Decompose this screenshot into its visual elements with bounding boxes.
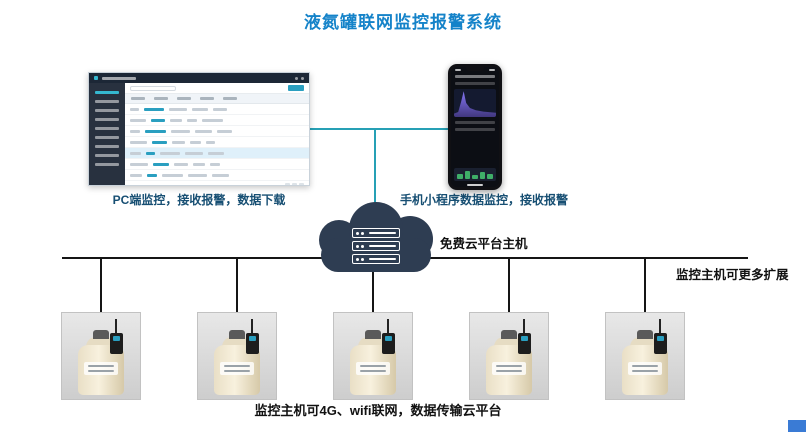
phone-home-indicator bbox=[467, 184, 483, 186]
antenna-icon bbox=[523, 319, 525, 333]
tank-photo bbox=[605, 312, 685, 400]
drop-line bbox=[372, 258, 374, 312]
pc-table-rows bbox=[125, 104, 309, 181]
cloud-server-icon bbox=[319, 202, 433, 272]
phone-text-row bbox=[455, 121, 495, 124]
antenna-icon bbox=[659, 319, 661, 333]
pc-toolbar bbox=[125, 83, 309, 94]
drop-line bbox=[100, 258, 102, 312]
phone-bar-chart bbox=[454, 168, 496, 181]
pc-topbar-actions bbox=[295, 76, 304, 80]
tank-label-strip bbox=[356, 362, 390, 375]
server-rack-icon bbox=[352, 225, 400, 264]
page-title: 液氮罐联网监控报警系统 bbox=[304, 13, 502, 32]
pc-topbar-title bbox=[102, 76, 136, 80]
pc-table-header bbox=[125, 94, 309, 104]
tank-shoulder bbox=[222, 337, 252, 347]
drop-line bbox=[644, 258, 646, 312]
tank-photo bbox=[197, 312, 277, 400]
pc-label: PC端监控，接收报警，数据下载 bbox=[112, 193, 286, 207]
iot-device-icon bbox=[654, 333, 667, 354]
phone-label: 手机小程序数据监控，接收报警 bbox=[399, 193, 568, 207]
iot-device-icon bbox=[518, 333, 531, 354]
phone-status-bar bbox=[451, 67, 499, 71]
area-chart-icon bbox=[454, 91, 496, 117]
tank-cap bbox=[637, 330, 653, 339]
cloud-label: 免费云平台主机 bbox=[440, 237, 528, 251]
drop-line bbox=[236, 258, 238, 312]
tank-shoulder bbox=[494, 337, 524, 347]
tank-photo bbox=[61, 312, 141, 400]
iot-device-icon bbox=[110, 333, 123, 354]
tank-cap bbox=[93, 330, 109, 339]
iot-device-icon bbox=[382, 333, 395, 354]
tank-photo bbox=[333, 312, 413, 400]
tank-cap bbox=[365, 330, 381, 339]
drop-line bbox=[508, 258, 510, 312]
pc-sidebar bbox=[89, 83, 125, 185]
antenna-icon bbox=[251, 319, 253, 333]
tank-label-strip bbox=[84, 362, 118, 375]
pc-pagination bbox=[125, 181, 309, 185]
antenna-icon bbox=[387, 319, 389, 333]
tank-cap bbox=[501, 330, 517, 339]
phone-chart bbox=[454, 89, 496, 117]
connector-to-cloud bbox=[374, 128, 376, 206]
tank-shoulder bbox=[86, 337, 116, 347]
pc-main-panel bbox=[125, 83, 309, 185]
pc-topbar bbox=[89, 73, 309, 83]
tank-label-strip bbox=[492, 362, 526, 375]
tank-shoulder bbox=[358, 337, 388, 347]
phone-text-row bbox=[455, 82, 495, 85]
tank-photo bbox=[469, 312, 549, 400]
primary-button bbox=[288, 85, 304, 91]
phone-notch bbox=[466, 67, 484, 71]
tank-label-strip bbox=[220, 362, 254, 375]
antenna-icon bbox=[115, 319, 117, 333]
phone-screen bbox=[451, 67, 499, 187]
tank-label-strip bbox=[628, 362, 662, 375]
tank-shoulder bbox=[630, 337, 660, 347]
connector-pc-to-phone bbox=[310, 128, 449, 130]
search-input bbox=[130, 85, 176, 91]
corner-accent bbox=[788, 420, 806, 432]
pc-dashboard-screenshot bbox=[88, 72, 310, 186]
expand-label: 监控主机可更多扩展 bbox=[676, 268, 789, 282]
phone-text-row bbox=[455, 75, 495, 78]
phone-mockup bbox=[448, 64, 502, 190]
iot-device-icon bbox=[246, 333, 259, 354]
phone-text-row bbox=[455, 128, 495, 131]
footer-label: 监控主机可4G、wifi联网，数据传输云平台 bbox=[254, 403, 502, 418]
app-logo-icon bbox=[94, 76, 98, 80]
tank-cap bbox=[229, 330, 245, 339]
